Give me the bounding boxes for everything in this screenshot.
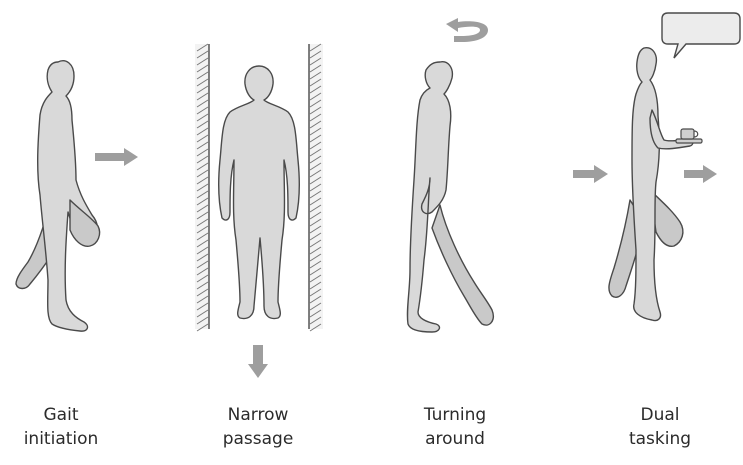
panel-narrow-passage <box>195 44 323 378</box>
caption-line2: tasking <box>600 427 720 451</box>
caption-line1: Narrow <box>198 403 318 427</box>
walking-person-icon <box>407 62 493 332</box>
caption-narrow-passage: Narrow passage <box>198 403 318 451</box>
caption-line1: Turning <box>395 403 515 427</box>
caption-line2: passage <box>198 427 318 451</box>
caption-dual-tasking: Dual tasking <box>600 403 720 451</box>
caption-line2: initiation <box>1 427 121 451</box>
direction-arrow-icon <box>684 165 717 183</box>
panel-dual-tasking <box>573 13 740 321</box>
tray-with-cup-icon <box>676 129 702 143</box>
caption-turning-around: Turning around <box>395 403 515 451</box>
standing-person-icon <box>219 66 300 319</box>
caption-gait-initiation: Gait initiation <box>1 403 121 451</box>
turn-arrow-icon <box>446 18 488 42</box>
walking-person-icon <box>609 48 693 321</box>
panel-turning-around <box>407 18 493 332</box>
caption-line2: around <box>395 427 515 451</box>
direction-arrow-icon <box>95 148 138 166</box>
direction-arrow-icon <box>573 165 608 183</box>
caption-line1: Dual <box>600 403 720 427</box>
panel-gait-initiation <box>16 61 138 331</box>
direction-arrow-icon <box>248 345 268 378</box>
caption-line1: Gait <box>1 403 121 427</box>
speech-bubble-icon <box>662 13 740 58</box>
walking-person-icon <box>16 61 100 331</box>
